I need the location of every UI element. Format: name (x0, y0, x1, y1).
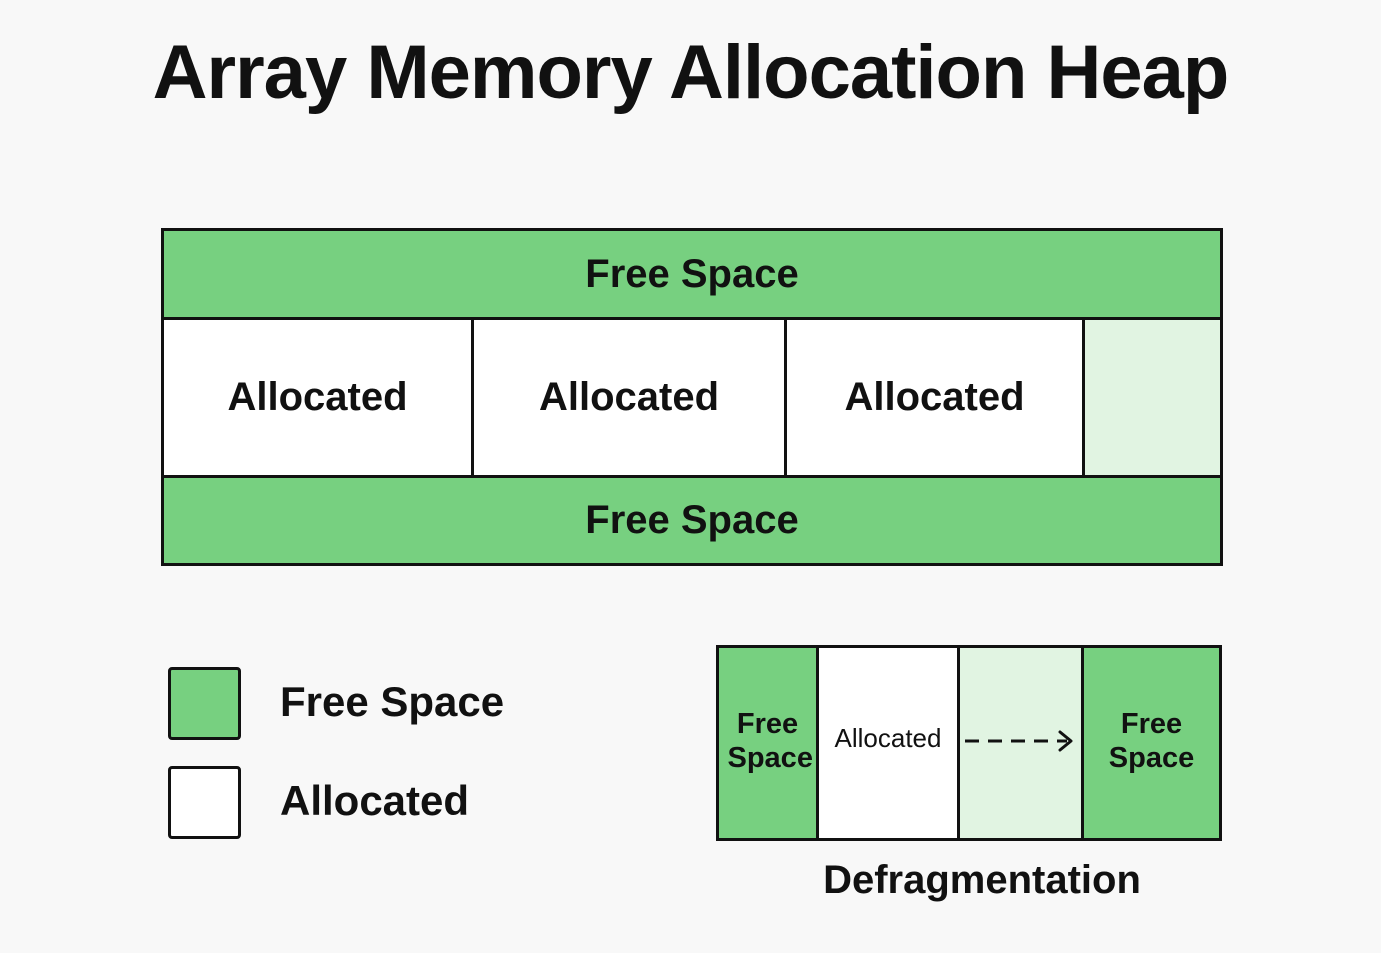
defrag-allocated: Allocated (819, 648, 960, 838)
defragmentation-caption: Defragmentation (823, 858, 1141, 902)
defrag-free-right-label: Free Space (1108, 708, 1195, 774)
legend-allocated-label: Allocated (280, 777, 470, 824)
heap-block-row: Allocated Allocated Allocated (164, 320, 1220, 475)
defrag-pale-free (960, 648, 1084, 838)
heap-free-space-bottom-label: Free Space (585, 498, 799, 542)
move-arrow-icon (965, 730, 1073, 752)
defrag-allocated-label: Allocated (834, 722, 942, 753)
legend-free-space: Free Space (168, 667, 668, 741)
heap-allocated-block-1: Allocated (164, 320, 474, 475)
heap-allocated-block-2-label: Allocated (538, 375, 720, 419)
heap-free-space-top: Free Space (164, 231, 1220, 320)
legend-allocated-swatch (168, 766, 241, 839)
heap-allocated-block-1-label: Allocated (227, 375, 408, 419)
diagram-title: Array Memory Allocation Heap (152, 30, 1230, 115)
heap-free-space-bottom: Free Space (164, 475, 1220, 563)
heap-pale-free-block (1085, 320, 1220, 475)
memory-heap: Free Space Allocated Allocated Allocated… (161, 228, 1223, 566)
legend-allocated: Allocated (168, 766, 668, 840)
defrag-free-left: Free Space (719, 648, 819, 838)
legend-free-label: Free Space (280, 678, 505, 725)
defrag-free-left-label: Free Space (727, 708, 813, 774)
heap-free-space-top-label: Free Space (585, 251, 799, 296)
heap-allocated-block-3: Allocated (787, 320, 1085, 475)
defragmentation-diagram: Free Space Allocated Free Space (716, 645, 1222, 841)
defrag-free-right: Free Space (1084, 648, 1219, 838)
heap-allocated-block-3-label: Allocated (844, 375, 1025, 419)
heap-allocated-block-2: Allocated (474, 320, 787, 475)
legend-free-swatch (168, 667, 241, 740)
